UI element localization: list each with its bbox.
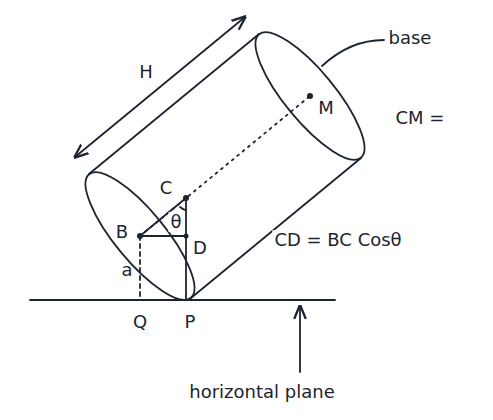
- diagram-label: CM =: [394, 108, 447, 128]
- point-d: [184, 234, 189, 239]
- diagram-label: a: [119, 260, 134, 280]
- height-dimension: [75, 17, 245, 157]
- axis-line: [140, 96, 310, 236]
- bd-line: [140, 235, 186, 237]
- diagram-label: θ: [168, 212, 183, 232]
- point-c: [183, 195, 189, 201]
- diagram-label: M: [316, 98, 336, 118]
- bq-line: [139, 236, 141, 300]
- diagram-label: Q: [131, 312, 149, 332]
- diagram-label: B: [114, 222, 130, 242]
- cylinder-side: [89, 34, 259, 174]
- angle-arc: [180, 207, 186, 210]
- top-ellipse: [240, 18, 380, 173]
- bottom-ellipse: [70, 158, 210, 313]
- point-b: [137, 233, 143, 239]
- horizontal-plane-line: [30, 299, 335, 301]
- diagram-label: C: [158, 178, 175, 198]
- base-leader: [322, 40, 384, 66]
- vertical-cp-line: [185, 198, 187, 300]
- point-m: [307, 93, 313, 99]
- diagram-label: horizontal plane: [187, 382, 336, 402]
- diagram-label: CD = BC Cosθ: [272, 230, 403, 250]
- plane-leader-arrow: [299, 306, 301, 372]
- cylinder-side: [191, 158, 361, 298]
- diagram-label: H: [137, 62, 155, 82]
- diagram-label: base: [387, 28, 434, 48]
- diagram-label: P: [183, 312, 198, 332]
- diagram-label: D: [191, 238, 209, 258]
- bc-line: [140, 198, 186, 236]
